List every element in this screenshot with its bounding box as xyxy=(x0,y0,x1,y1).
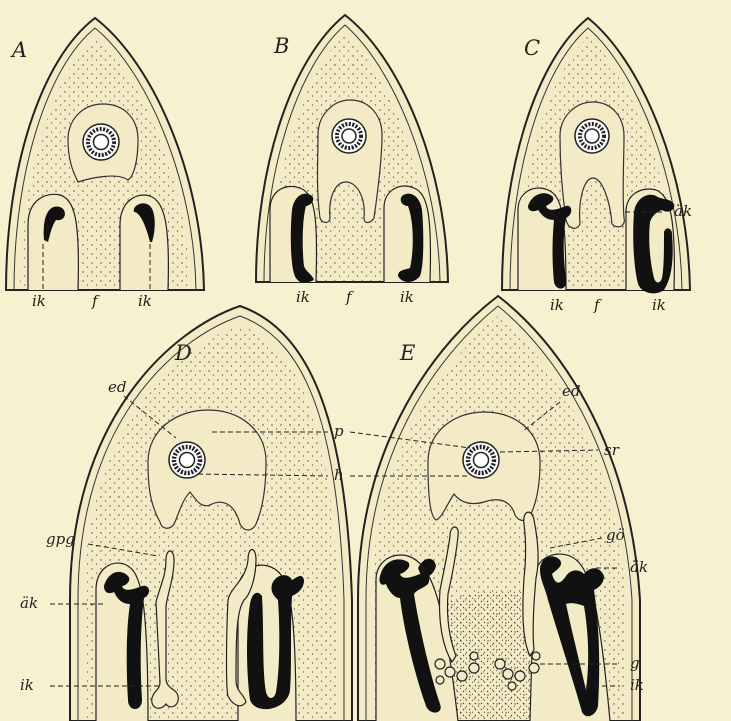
panel-c-right-knee xyxy=(626,189,674,293)
panel-c-tooth-germ xyxy=(575,119,609,153)
panel-a-left-inner-knee xyxy=(28,194,78,290)
panel-b-tooth-germ xyxy=(332,119,366,153)
panel-label-e: E xyxy=(399,341,415,365)
label-ed-d: ed xyxy=(108,378,126,396)
label-ik-b-right: ik xyxy=(400,288,414,306)
label-ik-e: ik xyxy=(630,676,644,694)
label-ik-c-left: ik xyxy=(550,296,564,314)
panel-e-tooth-germ xyxy=(463,442,499,478)
label-ik-a-right: ik xyxy=(138,292,152,310)
label-h: h xyxy=(334,466,344,484)
panel-label-b: B xyxy=(273,34,289,58)
panel-label-d: D xyxy=(174,341,192,365)
label-sr: sr xyxy=(604,441,620,459)
panel-a-right-inner-knee xyxy=(120,195,168,290)
panel-label-c: C xyxy=(524,36,540,60)
label-ak-d: äk xyxy=(20,594,38,612)
label-go: gö xyxy=(606,526,625,544)
label-f-a: f xyxy=(91,292,100,310)
panel-b-right-inner-knee xyxy=(384,186,430,282)
panel-a-tooth-germ xyxy=(83,124,119,160)
panel-d-tooth-germ xyxy=(169,442,205,478)
label-ik-c-right: ik xyxy=(652,296,666,314)
label-f-b: f xyxy=(345,288,354,306)
label-ak-e: äk xyxy=(630,558,648,576)
label-ed-e: ed xyxy=(562,382,580,400)
panel-a xyxy=(6,18,204,290)
label-f-c: f xyxy=(593,296,602,314)
label-ik-d: ik xyxy=(20,676,34,694)
panel-b-left-inner-knee xyxy=(270,186,317,282)
panel-d xyxy=(70,306,352,721)
label-ak-c: äk xyxy=(674,202,692,220)
panel-label-a: A xyxy=(10,38,27,62)
panel-d-left-knee xyxy=(96,551,178,721)
label-g: g xyxy=(630,654,640,672)
label-ik-a-left: ik xyxy=(32,292,46,310)
label-gpg: gpg xyxy=(46,530,75,548)
label-ik-b-left: ik xyxy=(296,288,310,306)
label-p: p xyxy=(334,422,344,440)
